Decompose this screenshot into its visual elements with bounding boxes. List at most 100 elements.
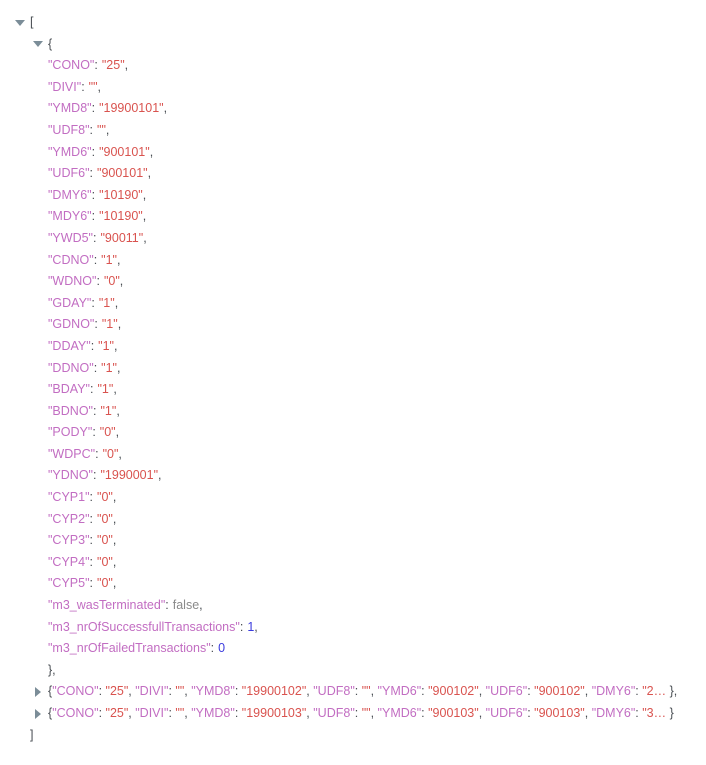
json-property-row: "BDAY": "1",: [0, 379, 706, 401]
json-comma: ,: [306, 684, 314, 699]
json-property-key: "CDNO": [48, 252, 94, 267]
json-property-key: "YMD8": [48, 101, 92, 116]
json-colon: :: [93, 252, 98, 267]
json-property-key: "GDAY": [48, 295, 92, 310]
json-comma: ,: [370, 684, 378, 699]
json-property-row: "CONO": "25",: [0, 55, 706, 77]
json-entry-list: "CONO": "25","DIVI": "","YMD8": "1990010…: [0, 55, 706, 660]
json-property-value: 1: [247, 619, 255, 634]
triangle-down-icon[interactable]: [32, 34, 45, 56]
json-property-key: "DDAY": [48, 338, 91, 353]
triangle-right-icon[interactable]: [32, 703, 45, 725]
json-colon: :: [89, 166, 94, 181]
json-preview-value: "900103": [534, 706, 585, 720]
json-property-key: "CYP3": [48, 533, 90, 548]
json-preview-value: "19900103": [241, 706, 307, 720]
object-open-brace: {: [48, 36, 53, 51]
object-close-brace: },: [669, 684, 678, 699]
json-preview-key: "DMY6": [591, 706, 636, 720]
json-comma: ,: [142, 187, 147, 202]
json-comma: ,: [112, 533, 117, 548]
json-colon: :: [91, 295, 95, 310]
json-colon: :: [635, 706, 643, 720]
json-preview-key: "DIVI": [135, 684, 169, 699]
json-colon: :: [635, 684, 643, 699]
json-property-key: "BDAY": [48, 382, 90, 397]
json-property-row: "DIVI": "",: [0, 77, 706, 99]
object-open-brace: {: [48, 706, 53, 720]
json-comma: ,: [119, 274, 124, 289]
json-comma: ,: [128, 684, 136, 699]
json-property-value: "10190": [99, 187, 143, 202]
json-colon: :: [90, 382, 94, 397]
json-collapsed-object-row[interactable]: {"CONO": "25", "DIVI": "", "YMD8": "1990…: [0, 703, 706, 725]
json-property-key: "GDNO": [48, 317, 95, 332]
json-property-row: "m3_nrOfFailedTransactions": 0: [0, 638, 706, 660]
json-property-value: "0": [97, 554, 113, 569]
json-property-key: "UDF6": [48, 166, 90, 181]
json-preview-key: "UDF8": [313, 706, 355, 720]
json-collapsed-object-row[interactable]: {"CONO": "25", "DIVI": "", "YMD8": "1990…: [0, 681, 706, 703]
json-property-key: "PODY": [48, 425, 93, 440]
json-property-row: "CDNO": "1",: [0, 250, 706, 272]
json-property-value: "900101": [99, 144, 150, 159]
json-root-array-close-row: ]: [0, 725, 706, 747]
json-property-row: "PODY": "0",: [0, 422, 706, 444]
json-property-key: "m3_nrOfFailedTransactions": [48, 641, 211, 656]
json-root-array-row: [: [0, 12, 706, 34]
json-property-key: "DDNO": [48, 360, 94, 375]
json-colon: :: [92, 425, 96, 440]
json-colon: :: [93, 230, 97, 245]
json-comma: ,: [184, 706, 192, 720]
json-comma: ,: [199, 598, 203, 613]
json-colon: :: [94, 58, 98, 73]
json-comma: ,: [105, 122, 110, 137]
json-property-row: "YMD6": "900101",: [0, 142, 706, 164]
json-property-value: "0": [97, 490, 113, 505]
json-preview-key: "DMY6": [591, 684, 636, 699]
json-property-key: "m3_nrOfSuccessfullTransactions": [48, 619, 240, 634]
json-colon: :: [91, 187, 96, 202]
json-colon: :: [421, 706, 429, 720]
object-close-brace: },: [48, 662, 56, 677]
triangle-right-icon[interactable]: [32, 681, 45, 703]
json-colon: :: [89, 490, 94, 505]
json-preview-key: "YMD8": [191, 684, 235, 699]
json-property-key: "CYP1": [48, 490, 90, 505]
json-property-row: "DDAY": "1",: [0, 336, 706, 358]
json-preview-value: "": [175, 684, 185, 699]
json-colon: :: [95, 446, 99, 461]
json-colon: :: [94, 317, 98, 332]
json-preview-key: "UDF6": [485, 706, 528, 720]
json-property-value: "0": [99, 425, 116, 440]
json-property-value: "1": [100, 403, 117, 418]
json-property-value: "0": [97, 511, 113, 526]
json-comma: ,: [149, 144, 154, 159]
json-property-key: "CYP5": [48, 576, 90, 591]
json-property-key: "YMD6": [48, 144, 92, 159]
object-close-brace: }: [669, 706, 674, 720]
json-object-close-row-0: },: [0, 660, 706, 682]
json-colon: :: [239, 619, 244, 634]
json-property-row: "m3_wasTerminated": false,: [0, 595, 706, 617]
json-comma: ,: [478, 706, 486, 720]
json-comma: ,: [128, 706, 136, 720]
json-preview-value: "900103": [428, 706, 479, 720]
json-colon: :: [527, 684, 535, 699]
json-comma: ,: [112, 511, 117, 526]
json-property-value: "1": [101, 317, 118, 332]
json-colon: :: [89, 554, 94, 569]
json-property-key: "CYP4": [48, 554, 90, 569]
json-preview-value: "900102": [428, 684, 479, 699]
json-property-row: "BDNO": "1",: [0, 401, 706, 423]
json-property-row: "MDY6": "10190",: [0, 206, 706, 228]
json-comma: ,: [117, 317, 122, 332]
json-property-row: "YMD8": "19900101",: [0, 98, 706, 120]
json-property-row: "m3_nrOfSuccessfullTransactions": 1,: [0, 617, 706, 639]
object-open-brace: {: [48, 684, 53, 699]
json-colon: :: [89, 576, 94, 591]
json-colon: :: [89, 533, 94, 548]
root-open-bracket: [: [30, 15, 34, 29]
triangle-down-icon[interactable]: [14, 12, 27, 34]
json-comma: ,: [370, 706, 378, 720]
